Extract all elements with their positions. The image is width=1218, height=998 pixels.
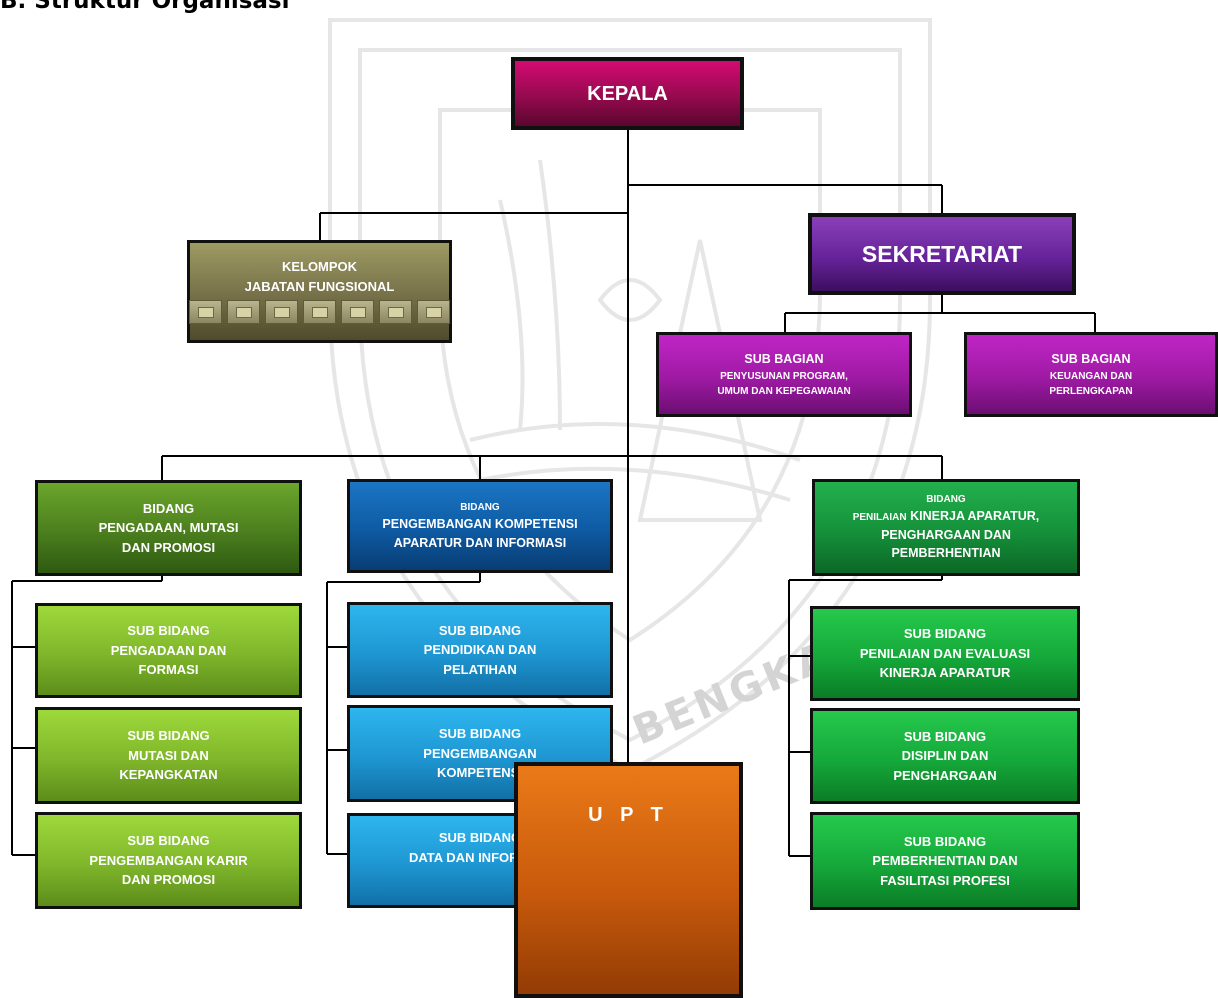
bidang-line: PENGHARGAAN DAN xyxy=(881,527,1011,542)
bidang-line: PENGEMBANGAN KOMPETENSI xyxy=(382,516,578,531)
upt-box: U P T xyxy=(514,762,743,998)
tile xyxy=(227,300,260,324)
sub-bidang-line: PENGEMBANGAN KARIR xyxy=(89,852,248,868)
sub-bidang-line: SUB BIDANG xyxy=(438,726,522,742)
sub-bidang-line: DISIPLIN DAN xyxy=(901,748,989,764)
sub-bidang-box: SUB BIDANG MUTASI DAN KEPANGKATAN xyxy=(35,707,302,804)
sub-bidang-line: SUB BIDANG xyxy=(438,830,522,845)
kelompok-jabatan-fungsional-box: KELOMPOK JABATAN FUNGSIONAL xyxy=(187,240,452,343)
sub-bidang-line: SUB BIDANG xyxy=(438,622,522,638)
sub-bagian-line-2: KEUANGAN DAN xyxy=(1049,370,1133,382)
tile xyxy=(379,300,412,324)
sub-bidang-box: SUB BIDANG PENILAIAN DAN EVALUASI KINERJ… xyxy=(810,606,1080,701)
sub-bidang-line: SUB BIDANG xyxy=(127,728,210,744)
sub-bagian-line-1: SUB BAGIAN xyxy=(744,352,824,367)
upt-label: U P T xyxy=(588,804,669,826)
kelompok-line-2: JABATAN FUNGSIONAL xyxy=(244,278,395,294)
kepala-label: KEPALA xyxy=(587,82,668,105)
sub-bidang-box: SUB BIDANG DISIPLIN DAN PENGHARGAAN xyxy=(810,708,1080,804)
sub-bidang-line: SUB BIDANG xyxy=(127,833,210,849)
sub-bagian-line-3: PERLENGKAPAN xyxy=(1049,385,1133,397)
bidang-box: BIDANG PENGEMBANGAN KOMPETENSI APARATUR … xyxy=(347,479,613,573)
sub-bidang-line: KINERJA APARATUR xyxy=(879,665,1011,681)
bidang-box: BIDANG PENILAIAN KINERJA APARATUR, PENGH… xyxy=(812,479,1080,576)
bidang-line: PEMBERHENTIAN xyxy=(891,546,1001,561)
sub-bagian-line-1: SUB BAGIAN xyxy=(1051,352,1131,367)
tile xyxy=(303,300,336,324)
bidang-line: APARATUR DAN INFORMASI xyxy=(393,535,567,550)
sub-bidang-line: KOMPETENSI xyxy=(437,765,523,781)
bidang-box: BIDANG PENGADAAN, MUTASI DAN PROMOSI xyxy=(35,480,302,576)
sub-bagian-line-3: UMUM DAN KEPEGAWAIAN xyxy=(717,385,851,397)
tile xyxy=(189,300,222,324)
bidang-line: PENGADAAN, MUTASI xyxy=(98,520,239,536)
bidang-line: PENILAIAN KINERJA APARATUR, xyxy=(853,507,1040,526)
sub-bidang-line: SUB BIDANG xyxy=(127,623,210,639)
page-title: B. Struktur Organisasi xyxy=(0,0,290,14)
sub-bidang-line: PELATIHAN xyxy=(443,661,517,677)
kelompok-line-1: KELOMPOK xyxy=(281,259,358,274)
bidang-line: BIDANG xyxy=(142,500,195,516)
sub-bidang-line: SUB BIDANG xyxy=(903,833,987,849)
sekretariat-label: SEKRETARIAT xyxy=(861,240,1023,267)
sub-bidang-line: PENGADAAN DAN xyxy=(110,642,227,658)
sub-bidang-line: KEPANGKATAN xyxy=(119,767,218,783)
sub-bidang-line: FORMASI xyxy=(138,662,199,678)
sub-bidang-line: PENGHARGAAN xyxy=(893,767,997,783)
sub-bidang-box: SUB BIDANG PENGEMBANGAN KARIR DAN PROMOS… xyxy=(35,812,302,909)
sub-bagian-line-2: PENYUSUNAN PROGRAM, xyxy=(720,370,848,382)
sub-bidang-line: MUTASI DAN xyxy=(128,747,209,763)
sub-bidang-line: SUB BIDANG xyxy=(903,626,987,642)
bidang-line: BIDANG xyxy=(926,493,966,505)
tile xyxy=(417,300,450,324)
sub-bidang-line: FASILITASI PROFESI xyxy=(880,872,1010,888)
sub-bidang-line: PEMBERHENTIAN DAN xyxy=(872,853,1018,869)
sub-bidang-box: SUB BIDANG PEMBERHENTIAN DAN FASILITASI … xyxy=(810,812,1080,910)
sub-bidang-line: PENDIDIKAN DAN xyxy=(423,642,537,658)
sub-bidang-box: SUB BIDANG PENDIDIKAN DAN PELATIHAN xyxy=(347,602,613,698)
kepala-box: KEPALA xyxy=(511,57,744,130)
bidang-line-prefix: PENILAIAN xyxy=(852,511,907,523)
sub-bidang-line: SUB BIDANG xyxy=(903,728,987,744)
sub-bidang-line: PENGEMBANGAN xyxy=(423,745,537,761)
bidang-line-rest: KINERJA APARATUR, xyxy=(910,508,1040,523)
tile xyxy=(265,300,298,324)
sub-bagian-box: SUB BAGIAN PENYUSUNAN PROGRAM, UMUM DAN … xyxy=(656,332,912,417)
sekretariat-box: SEKRETARIAT xyxy=(808,213,1076,295)
tile xyxy=(341,300,374,324)
sub-bagian-box: SUB BAGIAN KEUANGAN DAN PERLENGKAPAN xyxy=(964,332,1218,417)
sub-bidang-line: DAN PROMOSI xyxy=(121,872,216,888)
bidang-line: DAN PROMOSI xyxy=(121,539,216,555)
kelompok-tiles xyxy=(189,300,450,324)
sub-bidang-box: SUB BIDANG PENGADAAN DAN FORMASI xyxy=(35,603,302,698)
bidang-line: BIDANG xyxy=(460,501,500,513)
sub-bidang-line: PENILAIAN DAN EVALUASI xyxy=(859,645,1031,661)
